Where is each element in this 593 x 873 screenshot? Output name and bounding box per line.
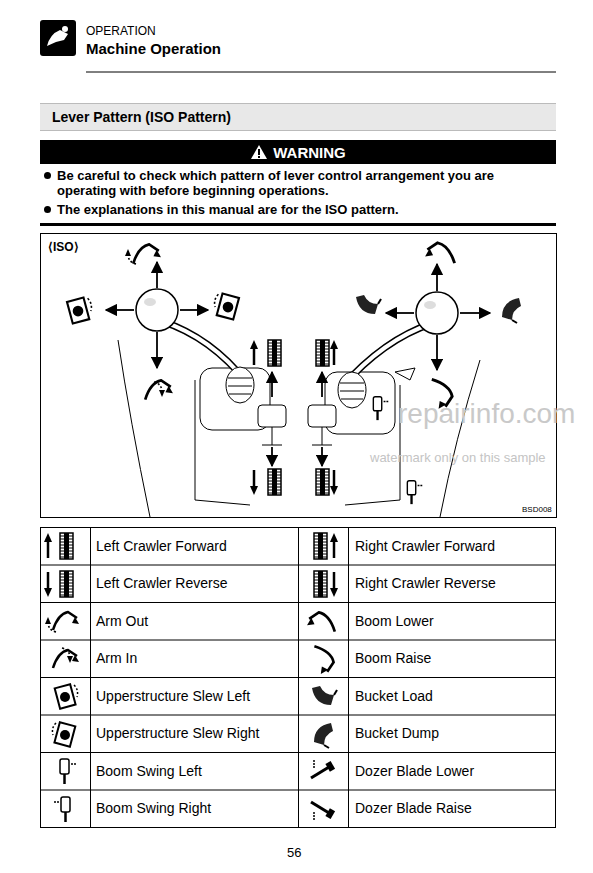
warning-box: WARNING Be careful to check which pattern… (40, 140, 556, 226)
pattern-tag: ⟨ISO⟩ (48, 240, 79, 254)
warning-heading: WARNING (273, 144, 346, 161)
table-cell: Upperstructure Slew Left (96, 677, 296, 715)
table-cell: Dozer Blade Raise (355, 790, 553, 828)
page-number: 56 (287, 845, 301, 860)
watermark: repairinfo.com (398, 398, 575, 430)
table-cell: Arm Out (96, 602, 296, 640)
table-cell: Boom Swing Left (96, 752, 296, 790)
table-cell: Boom Raise (355, 640, 553, 678)
table-cell: Boom Lower (355, 602, 553, 640)
bullet-dot (44, 172, 51, 179)
warning-bullet: Be careful to check which pattern of lev… (40, 168, 556, 198)
warning-bullet: The explanations in this manual are for … (40, 202, 556, 217)
bullet-dot (44, 206, 51, 213)
table-cell: Upperstructure Slew Right (96, 715, 296, 753)
warning-header: WARNING (40, 140, 556, 164)
table-cell: Right Crawler Forward (355, 527, 553, 565)
warning-text: Be careful to check which pattern of lev… (57, 168, 556, 198)
table-cell: Boom Swing Right (96, 790, 296, 828)
section-name: OPERATION (86, 24, 156, 38)
section-band: Lever Pattern (ISO Pattern) (40, 103, 556, 131)
warning-triangle (250, 144, 268, 160)
table-cell: Bucket Dump (355, 715, 553, 753)
table-cell: Bucket Load (355, 677, 553, 715)
table-cell: Arm In (96, 640, 296, 678)
table-cell: Right Crawler Reverse (355, 565, 553, 603)
watermark: watermark only on this sample (370, 450, 546, 465)
warning-text: The explanations in this manual are for … (57, 202, 399, 217)
header-icon (40, 20, 76, 56)
page-title: Machine Operation (86, 40, 221, 57)
warning-rule (40, 223, 556, 226)
table-cell: Dozer Blade Lower (355, 752, 553, 790)
figure-code: BSD008 (522, 505, 552, 514)
section-title: Lever Pattern (ISO Pattern) (52, 109, 231, 125)
table-cell: Left Crawler Forward (96, 527, 296, 565)
table-cell: Left Crawler Reverse (96, 565, 296, 603)
